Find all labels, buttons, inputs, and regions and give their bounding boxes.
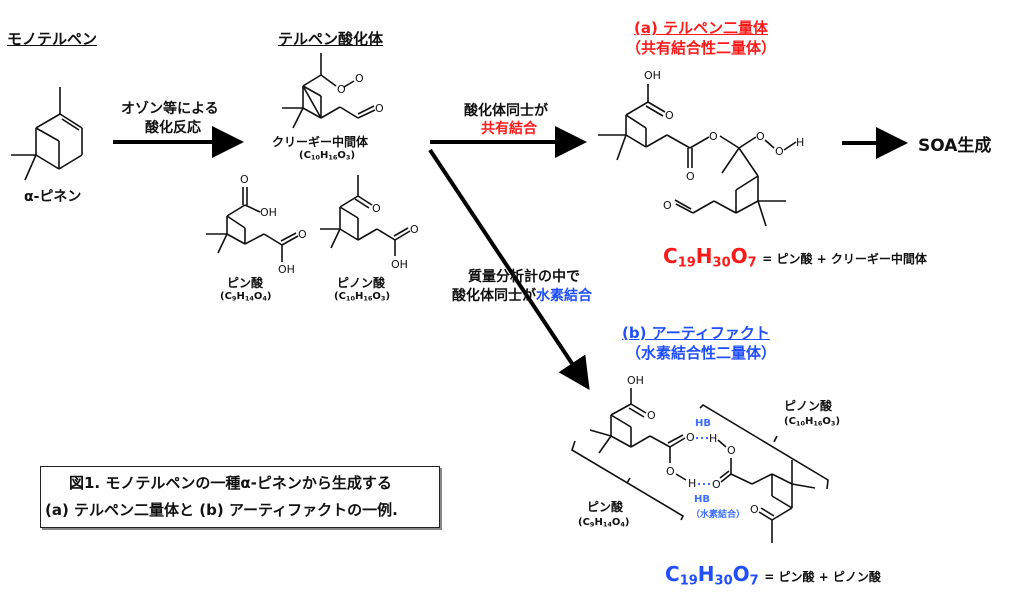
figure-caption-box: 図1. モノテルペンの一種α-ピネンから生成する (a) テルペン二量体と (b…: [40, 466, 440, 528]
svg-text:O: O: [647, 409, 656, 422]
svg-text:O: O: [375, 102, 384, 115]
alpha-pinene-label: α-ピネン: [24, 189, 82, 205]
hbond-label-line1: 質量分析計の中で: [468, 269, 580, 285]
svg-text:O: O: [712, 478, 721, 491]
criegee-label: クリーギー中間体: [272, 135, 369, 149]
criegee-formula: (C10H16O3): [299, 150, 356, 162]
artifact-b-title: (b) アーティファクト: [622, 324, 770, 342]
svg-text:O: O: [666, 465, 675, 478]
terpene-oxide-heading: テルペン酸化体: [278, 30, 384, 48]
svg-text:OH: OH: [278, 263, 295, 276]
artifact-pinic-formula: (C9H14O4): [578, 517, 630, 529]
pinonic-acid-structure: O O OH: [320, 175, 419, 271]
svg-text:O: O: [665, 109, 674, 122]
dimer-b-equation: = ピン酸 + ピノン酸: [764, 570, 881, 584]
monoterpene-heading: モノテルペン: [7, 30, 98, 48]
svg-text:O: O: [240, 173, 249, 186]
hbond-arrow: [428, 148, 590, 390]
svg-text:O: O: [775, 145, 784, 158]
svg-text:OH: OH: [644, 69, 661, 82]
dimer-a-equation: = ピン酸 + クリーギー中間体: [762, 252, 927, 266]
dimer-a-subtitle: （共有結合性二量体）: [626, 39, 777, 57]
oxidation-label-line2: 酸化反応: [145, 120, 201, 136]
dimer-a-formula: C19H30O7: [663, 244, 757, 271]
svg-text:O: O: [663, 199, 672, 212]
svg-text:O: O: [337, 83, 346, 96]
hb-note: （水素結合）: [691, 510, 746, 520]
svg-text:O: O: [709, 130, 718, 143]
caption-line2: (a) テルペン二量体と (b) アーティファクトの一例.: [45, 501, 398, 519]
pinic-acid-formula: (C9H14O4): [220, 291, 272, 303]
svg-text:H: H: [709, 432, 717, 445]
svg-text:O: O: [756, 130, 765, 143]
covalent-label-line1: 酸化体同士が: [464, 103, 548, 119]
alpha-pinene-structure: [11, 87, 83, 181]
artifact-pinonic-formula: (C10H16O3): [784, 416, 841, 428]
svg-text:O: O: [355, 72, 364, 85]
svg-text:O: O: [750, 503, 759, 516]
svg-text:H: H: [688, 477, 696, 490]
pinonic-acid-label: ピノン酸: [337, 276, 386, 290]
caption-line1: 図1. モノテルペンの一種α-ピネンから生成する: [69, 474, 392, 492]
oxidation-label-line1: オゾン等による: [121, 101, 219, 117]
criegee-structure: O O O: [282, 53, 384, 129]
dimer-b-formula-line: C19H30O7 = ピン酸 + ピノン酸: [665, 562, 881, 589]
dimer-a-formula-line: C19H30O7 = ピン酸 + クリーギー中間体: [663, 244, 927, 271]
dimer-b-formula: C19H30O7: [665, 562, 759, 589]
svg-text:OH: OH: [627, 374, 644, 387]
svg-text:H: H: [796, 136, 804, 149]
svg-text:OH: OH: [391, 258, 408, 271]
terpene-dimer-structure: OH O O O O O H O: [598, 69, 804, 227]
dimer-a-title: (a) テルペン二量体: [634, 19, 769, 37]
svg-text:O: O: [686, 431, 695, 444]
svg-text:O: O: [686, 170, 695, 183]
pinic-acid-structure: O OH O OH: [206, 173, 307, 276]
svg-text:O: O: [298, 228, 307, 241]
artifact-pinonic-label: ピノン酸: [784, 399, 833, 413]
hbond-dimer-structure: OH O O H O O H O: [571, 374, 829, 543]
svg-text:O: O: [410, 223, 419, 236]
svg-text:O: O: [372, 202, 381, 215]
svg-text:O: O: [727, 444, 736, 457]
hb-label-top: HB: [695, 418, 711, 429]
pinonic-acid-formula: (C10H16O3): [334, 291, 391, 303]
artifact-pinic-label: ピン酸: [587, 500, 624, 514]
artifact-b-subtitle: （水素結合性二量体）: [626, 344, 777, 362]
covalent-label-line2: 共有結合: [481, 121, 537, 137]
hbond-label-line2: 酸化体同士が水素結合: [452, 288, 592, 304]
svg-text:OH: OH: [260, 206, 277, 219]
pinic-acid-label: ピン酸: [227, 276, 264, 290]
hb-label-bottom: HB: [694, 494, 710, 505]
soa-formation-label: SOA生成: [918, 136, 992, 156]
